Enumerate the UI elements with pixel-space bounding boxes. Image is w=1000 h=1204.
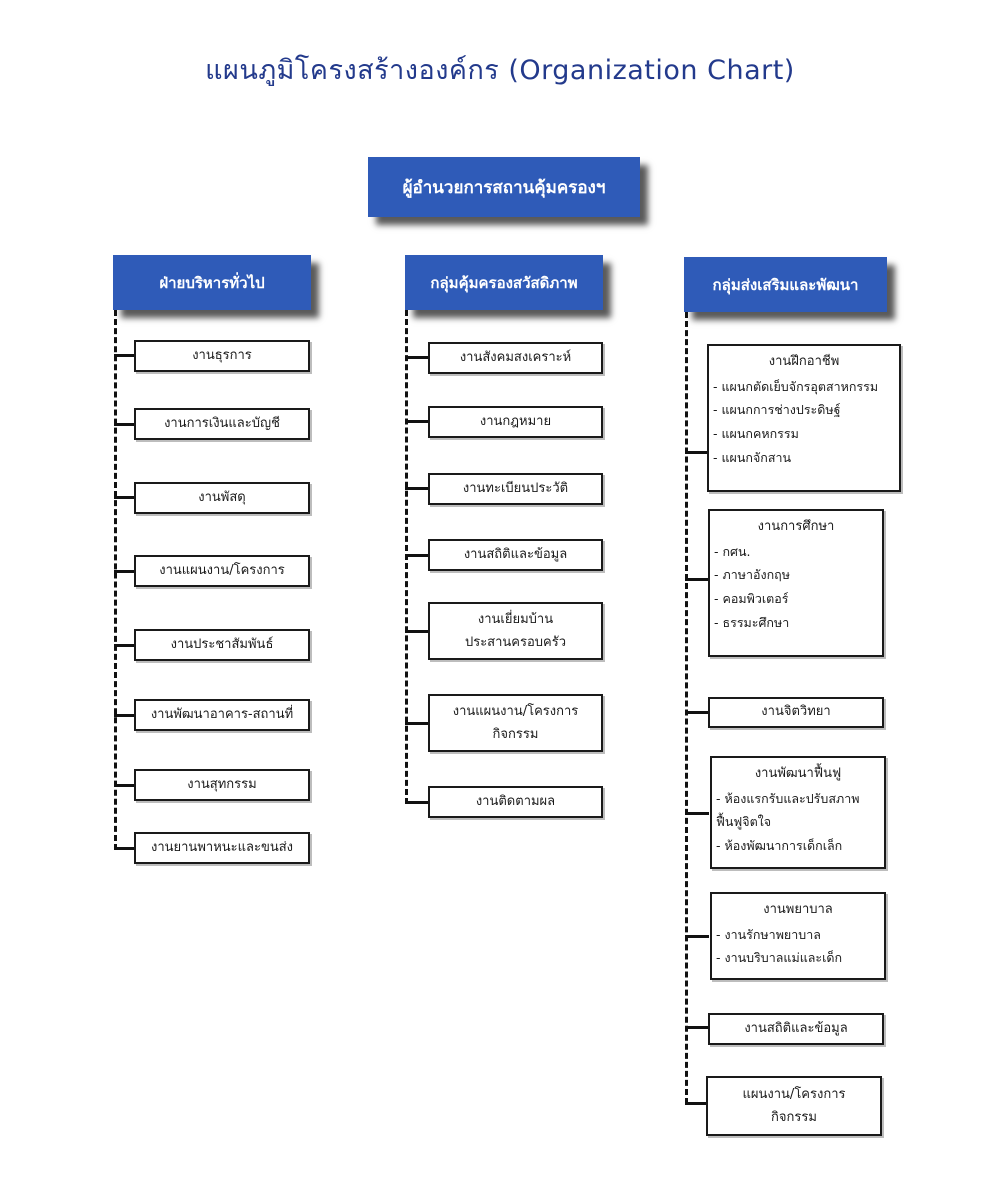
unit-box: งานสังคมสงเคราะห์ [428, 342, 603, 374]
psychology-box: งานจิตวิทยา [708, 697, 884, 728]
col2-tick [405, 801, 429, 804]
education-box: งานการศึกษา - กศน. - ภาษาอังกฤษ - คอมพิว… [708, 509, 884, 657]
col3-tick [685, 1026, 709, 1029]
col1-tick [114, 423, 136, 426]
col2-tick [405, 487, 429, 490]
col2-tick [405, 722, 429, 725]
col3-tick [685, 451, 709, 454]
col2-tick [405, 356, 429, 359]
page-title: แผนภูมิโครงสร้างองค์กร (Organization Cha… [205, 55, 795, 86]
director-box: ผู้อำนวยการสถานคุ้มครองฯ [368, 157, 640, 217]
col1-tick [114, 644, 136, 647]
col1-tick [114, 496, 136, 499]
promotion-development-header: กลุ่มส่งเสริมและพัฒนา [684, 257, 887, 312]
welfare-protection-header: กลุ่มคุ้มครองสวัสดิภาพ [405, 255, 603, 310]
col3-tick [685, 711, 709, 714]
unit-box: งานสุทกรรม [134, 769, 310, 801]
plan-box: แผนงาน/โครงการ กิจกรรม [706, 1076, 882, 1136]
col3-tick [685, 812, 709, 815]
unit-box: งานการเงินและบัญชี [134, 408, 310, 440]
rehab-box: งานพัฒนาฟื้นฟู - ห้องแรกรับและปรับสภาพ ฟ… [710, 756, 886, 869]
col2-tick [405, 554, 429, 557]
vocational-box: งานฝึกอาชีพ - แผนกตัดเย็บจักรอุตสาหกรรม … [707, 344, 901, 492]
col3-tick [685, 935, 709, 938]
nursing-box: งานพยาบาล - งานรักษาพยาบาล - งานบริบาลแม… [710, 892, 886, 980]
unit-box: งานติดตามผล [428, 786, 603, 818]
unit-box: งานสถิติและข้อมูล [428, 539, 603, 571]
unit-box: งานพัสดุ [134, 482, 310, 514]
col1-tick [114, 847, 136, 850]
col1-tick [114, 784, 136, 787]
unit-box: งานกฎหมาย [428, 406, 603, 438]
unit-box: งานทะเบียนประวัติ [428, 473, 603, 505]
unit-box: งานแผนงาน/โครงการ กิจกรรม [428, 694, 603, 752]
unit-box: งานเยี่ยมบ้าน ประสานครอบครัว [428, 602, 603, 660]
unit-box: งานแผนงาน/โครงการ [134, 555, 310, 587]
general-admin-header: ฝ่ายบริหารทั่วไป [113, 255, 311, 310]
col2-connector [405, 310, 408, 804]
stats-box: งานสถิติและข้อมูล [708, 1013, 884, 1045]
unit-box: งานธุรการ [134, 340, 310, 372]
unit-box: งานประชาสัมพันธ์ [134, 629, 310, 661]
col1-connector [114, 310, 117, 850]
col3-tick [685, 578, 709, 581]
col1-tick [114, 354, 136, 357]
col2-tick [405, 630, 429, 633]
col1-tick [114, 570, 136, 573]
col2-tick [405, 420, 429, 423]
col3-tick [685, 1102, 709, 1105]
col1-tick [114, 714, 136, 717]
unit-box: งานพัฒนาอาคาร-สถานที่ [134, 699, 310, 731]
col3-connector [685, 312, 688, 1104]
unit-box: งานยานพาหนะและขนส่ง [134, 832, 310, 864]
